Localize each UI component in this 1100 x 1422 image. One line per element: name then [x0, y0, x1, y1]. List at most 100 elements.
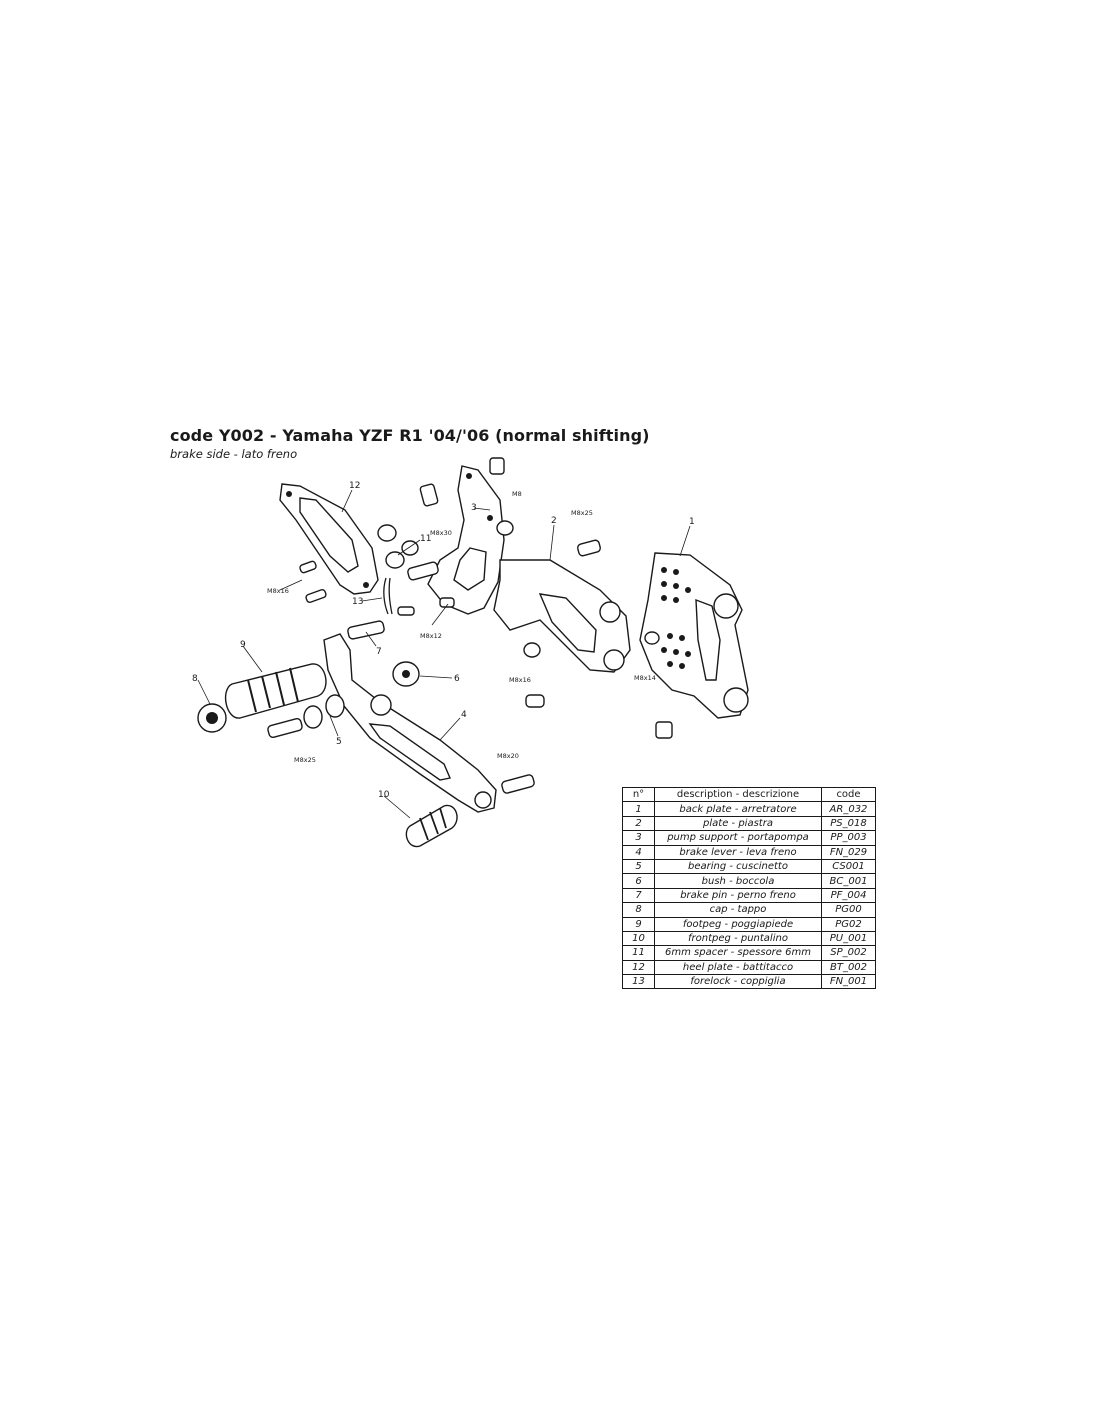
part-code-cell: CS001 — [821, 858, 876, 875]
plate-bolts — [523, 539, 601, 708]
part-number-cell: 10 — [622, 930, 655, 947]
pump-support-part — [427, 465, 505, 615]
part-code-cell: PP_003 — [821, 830, 876, 846]
part-description-cell: brake lever - leva freno — [654, 844, 822, 860]
part-number-cell: 9 — [622, 916, 655, 932]
part-description-cell: pump support - portapompa — [654, 830, 822, 846]
bearing-parts — [303, 694, 345, 729]
part-code-cell: PU_001 — [821, 930, 876, 947]
callout-10: 10 — [378, 790, 390, 800]
part-code-cell: FN_029 — [821, 844, 876, 860]
part-number-cell: 7 — [622, 887, 655, 904]
heel-plate-part — [279, 483, 379, 595]
part-description-cell: frontpeg - puntalino — [654, 930, 822, 947]
part-callouts: 1 2 3 4 5 6 7 8 9 10 11 12 13 — [192, 481, 695, 800]
part-code-cell: AR_032 — [821, 801, 876, 817]
bolt-size-labels: M8 M8x30 M8x25 M8x16 M8x12 M8x16 M8x14 M… — [267, 490, 656, 764]
callout-12: 12 — [349, 481, 360, 491]
diagram-title: code Y002 - Yamaha YZF R1 '04/'06 (norma… — [170, 426, 650, 445]
callout-11: 11 — [420, 534, 431, 544]
footpeg-bolt — [267, 718, 303, 738]
part-number-cell: 11 — [622, 945, 655, 961]
bolt-label-m8x14: M8x14 — [634, 674, 656, 682]
spacer-parts — [377, 524, 419, 569]
brake-pin-part — [347, 620, 385, 640]
part-code-cell: PG00 — [821, 902, 876, 918]
part-number-cell: 4 — [622, 844, 655, 860]
bolt-label-m8x20: M8x20 — [497, 752, 519, 760]
bolt-label-m8x25-top: M8x25 — [571, 509, 593, 517]
bolt-label-m8x16-left: M8x16 — [267, 587, 289, 595]
table-header-row: n° description - descrizione code — [622, 786, 876, 803]
part-code-cell: PS_018 — [821, 815, 876, 832]
part-code-cell: PF_004 — [821, 887, 876, 904]
part-number-cell: 5 — [622, 858, 655, 875]
part-number-cell: 2 — [622, 815, 655, 832]
part-description-cell: 6mm spacer - spessore 6mm — [654, 945, 822, 961]
part-code-cell: SP_002 — [821, 945, 876, 961]
column-header-description: description - descrizione — [654, 786, 822, 803]
column-header-code: code — [821, 786, 876, 803]
part-number-cell: 6 — [622, 873, 655, 889]
bolt-label-m8: M8 — [512, 490, 522, 498]
diagram-subtitle: brake side - lato freno — [170, 447, 298, 461]
part-number-cell: 13 — [622, 974, 655, 990]
bush-part — [392, 661, 420, 687]
callout-6: 6 — [454, 674, 460, 684]
bolt-label-m8x12: M8x12 — [420, 632, 442, 640]
cap-part — [197, 703, 227, 733]
part-description-cell: footpeg - poggiapiede — [654, 916, 822, 932]
back-plate-part — [639, 552, 749, 719]
part-number-cell: 1 — [622, 801, 655, 817]
back-plate-bolts — [644, 631, 673, 739]
bolt-label-m8x25-bottom: M8x25 — [294, 756, 316, 764]
part-description-cell: brake pin - perno freno — [654, 887, 822, 904]
callout-1: 1 — [689, 517, 695, 527]
callout-4: 4 — [461, 710, 467, 720]
part-description-cell: bearing - cuscinetto — [654, 858, 822, 875]
callout-9: 9 — [240, 640, 246, 650]
callout-2: 2 — [551, 516, 557, 526]
callout-13: 13 — [352, 597, 363, 607]
part-description-cell: cap - tappo — [654, 902, 822, 918]
part-number-cell: 3 — [622, 830, 655, 846]
part-number-cell: 8 — [622, 902, 655, 918]
leader-lines — [197, 489, 691, 819]
column-header-number: n° — [622, 786, 655, 803]
part-number-cell: 12 — [622, 959, 655, 976]
part-description-cell: heel plate - battitacco — [654, 959, 822, 976]
callout-3: 3 — [471, 503, 477, 513]
pump-support-bolts — [397, 457, 514, 616]
bolt-label-m8x30: M8x30 — [430, 529, 452, 537]
part-description-cell: plate - piastra — [654, 815, 822, 832]
part-code-cell: BC_001 — [821, 873, 876, 889]
footpeg-part — [224, 663, 327, 719]
brake-lever-bolt — [501, 774, 535, 794]
bolt-label-m8x16-mid: M8x16 — [509, 676, 531, 684]
back-plate-holes — [661, 567, 691, 669]
callout-8: 8 — [192, 674, 198, 684]
heel-plate-bolts — [299, 560, 327, 604]
callout-5: 5 — [336, 737, 342, 747]
plate-part — [493, 559, 631, 673]
part-code-cell: PG02 — [821, 916, 876, 932]
brake-lever-part — [323, 633, 497, 813]
part-code-cell: FN_001 — [821, 974, 876, 990]
part-code-cell: BT_002 — [821, 959, 876, 976]
part-description-cell: back plate - arretratore — [654, 801, 822, 817]
callout-7: 7 — [376, 647, 382, 657]
frontpeg-part — [405, 804, 458, 848]
part-description-cell: bush - boccola — [654, 873, 822, 889]
